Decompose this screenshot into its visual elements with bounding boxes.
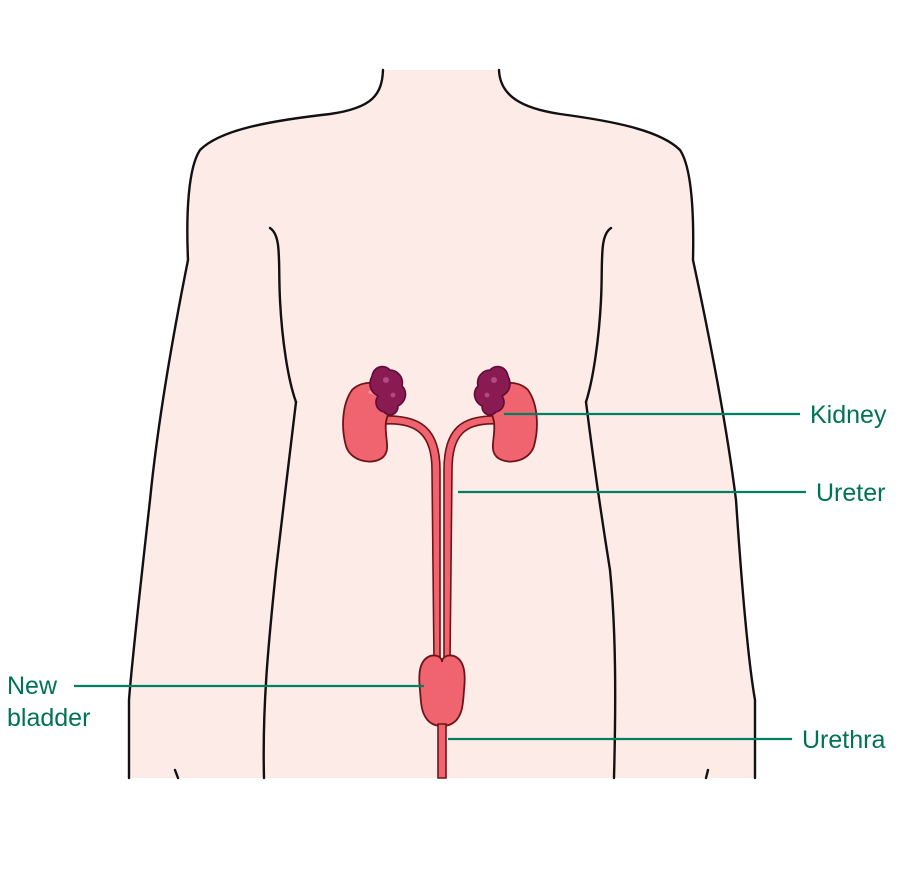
new-bladder bbox=[418, 654, 466, 727]
kidney-label: Kidney bbox=[810, 401, 887, 429]
right-ureter bbox=[443, 415, 499, 663]
left-armpit-line bbox=[268, 226, 298, 404]
left-adrenal-spot-2 bbox=[390, 392, 396, 398]
labels: Kidney Ureter New bladder Urethra bbox=[7, 401, 887, 754]
new-bladder-label-line2: bladder bbox=[7, 704, 90, 732]
body-silhouette bbox=[127, 68, 757, 780]
body-outline-right bbox=[497, 68, 757, 780]
right-torso-side bbox=[584, 400, 617, 780]
left-hand-line bbox=[173, 768, 180, 780]
left-torso-side bbox=[262, 400, 298, 780]
body-outline-left bbox=[127, 68, 385, 780]
right-adrenal-spot-2 bbox=[484, 392, 490, 398]
urethra-tube bbox=[437, 723, 447, 779]
torso-and-arms bbox=[129, 70, 755, 778]
left-adrenal-gland bbox=[369, 365, 407, 416]
ureter-label: Ureter bbox=[816, 479, 885, 507]
urethra-label: Urethra bbox=[802, 726, 885, 754]
right-hand-line bbox=[704, 768, 710, 780]
right-adrenal-spot bbox=[491, 377, 497, 383]
left-adrenal-spot bbox=[383, 377, 389, 383]
leader-lines bbox=[74, 412, 806, 741]
urinary-organs bbox=[342, 365, 538, 779]
left-ureter bbox=[383, 415, 441, 663]
right-armpit-line bbox=[584, 226, 613, 404]
right-adrenal-gland bbox=[473, 365, 511, 416]
new-bladder-label-line1: New bbox=[7, 672, 58, 700]
